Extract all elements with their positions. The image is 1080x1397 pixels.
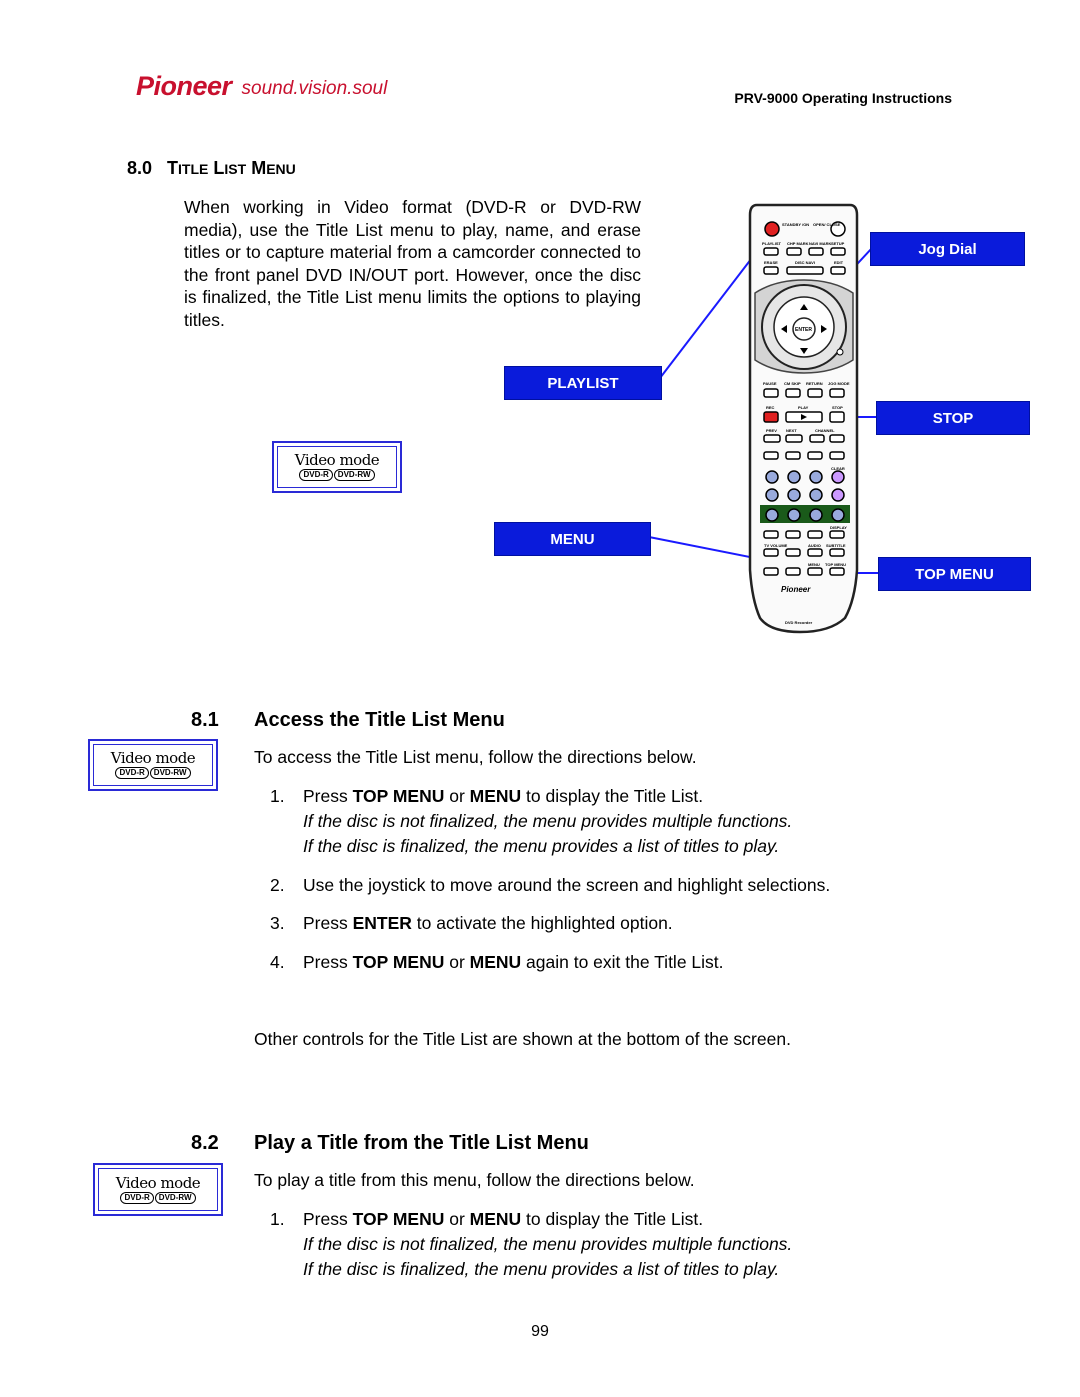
list-item: 4. Press TOP MENU or MENU again to exit …: [270, 952, 724, 972]
stop-callout: STOP: [876, 401, 1030, 435]
edit-button: [830, 266, 846, 275]
erase-button: [763, 266, 779, 275]
open-close-button: [830, 221, 846, 237]
logo-tagline: sound.vision.soul: [241, 78, 388, 99]
remote-label-clear: CLEAR: [831, 466, 845, 471]
remote-label-chp-mark: CHP MARK: [787, 241, 809, 246]
remote-label-stop: STOP: [832, 405, 843, 410]
remote-label-display: DISPLAY: [830, 525, 847, 530]
navi-mark-button: [808, 247, 824, 256]
document-title: PRV-9000 Operating Instructions: [734, 90, 952, 106]
note-finalized: If the disc is finalized, the menu provi…: [303, 836, 780, 856]
jog-dial-callout: Jog Dial: [870, 232, 1025, 266]
page-number: 99: [531, 1323, 549, 1340]
enter-label: ENTER: [795, 327, 812, 333]
pause-button: [763, 388, 779, 398]
enter-button: [792, 317, 816, 341]
remote-control: STANDBY /ON OPEN/ CLOSE PLAYLIST CHP MAR…: [748, 203, 859, 634]
menu-callout: MENU: [494, 522, 651, 556]
video-mode-badge: Video mode DVD-R DVD-RW: [88, 739, 218, 791]
remote-label-jog-mode: JOG MODE: [828, 381, 850, 386]
remote-illustration: STANDBY /ON OPEN/ CLOSE PLAYLIST CHP MAR…: [648, 203, 878, 634]
section-8-1-title: Access the Title List Menu: [254, 709, 505, 731]
list-item: 2. Use the joystick to move around the s…: [270, 875, 831, 895]
remote-label-navi-mark: NAVI MARK: [809, 241, 831, 246]
standby-button: [764, 221, 780, 237]
remote-green-strip: [760, 505, 850, 523]
list-item: 1. Press TOP MENU or MENU to display the…: [270, 1209, 704, 1229]
section-8-2-number: 8.2: [191, 1132, 219, 1154]
open-close-label: OPEN/ CLOSE: [813, 222, 841, 227]
remote-label-prev: PREV: [766, 428, 777, 433]
remote-brand: Pioneer: [781, 585, 811, 594]
remote-label-erase: ERASE: [764, 260, 778, 265]
top-menu-button: [829, 567, 845, 576]
playlist-callout: PLAYLIST: [504, 366, 662, 400]
section-8-1-number: 8.1: [191, 709, 219, 731]
logo-word: Pioneer: [136, 71, 232, 101]
remote-label-return: RETURN: [806, 381, 823, 386]
return-button: [807, 388, 823, 398]
remote-label-pause: PAUSE: [763, 381, 777, 386]
remote-label-cm-skip: CM SKIP: [784, 381, 801, 386]
remote-label-subtitle: SUBTITLE: [826, 543, 846, 548]
cm-skip-button: [785, 388, 801, 398]
note-not-finalized: If the disc is not finalized, the menu p…: [303, 811, 793, 831]
remote-label-next: NEXT: [786, 428, 797, 433]
section-8-1-footer: Other controls for the Title List are sh…: [254, 1029, 791, 1049]
playlist-connector-line: [659, 249, 759, 379]
note-finalized: If the disc is finalized, the menu provi…: [303, 1259, 780, 1279]
chp-mark-button: [786, 247, 802, 256]
remote-label-menu: MENU: [808, 562, 820, 567]
section-8-0-intro: When working in Video format (DVD-R or D…: [184, 197, 641, 330]
video-mode-badge: Video mode DVD-R DVD-RW: [93, 1163, 223, 1216]
note-not-finalized: If the disc is not finalized, the menu p…: [303, 1234, 793, 1254]
remote-label-tv-volume: TV VOLUME: [764, 543, 788, 548]
menu-button: [807, 567, 823, 576]
section-8-1-intro: To access the Title List menu, follow th…: [254, 747, 697, 767]
list-item: 1. Press TOP MENU or MENU to display the…: [270, 786, 704, 806]
jog-mode-button: [829, 388, 845, 398]
remote-label-rec: REC: [766, 405, 775, 410]
playlist-button: [763, 247, 779, 256]
stop-button: [829, 411, 845, 423]
remote-label-play: PLAY: [798, 405, 809, 410]
pioneer-logo: Pioneer sound.vision.soul: [136, 66, 387, 100]
remote-label-top-menu: TOP MENU: [825, 562, 846, 567]
setup-button: [830, 247, 846, 256]
remote-label-disc-navi: DISC NAVI: [795, 260, 815, 265]
section-number: 8.0: [127, 158, 153, 178]
section-8-0-heading: 8.0 TITLE LIST MENU: [127, 158, 296, 178]
disc-navi-button: [786, 266, 824, 275]
section-8-2-title: Play a Title from the Title List Menu: [254, 1132, 589, 1154]
section-8-2-intro: To play a title from this menu, follow t…: [254, 1170, 695, 1190]
rec-button: [763, 411, 779, 423]
video-mode-badge: Video mode DVD-R DVD-RW: [272, 441, 402, 493]
remote-label-channel: CHANNEL: [815, 428, 835, 433]
remote-label-audio: AUDIO: [808, 543, 821, 548]
remote-label-playlist: PLAYLIST: [762, 241, 782, 246]
list-item: 3. Press ENTER to activate the highlight…: [270, 913, 673, 933]
remote-model: DVD Recorder: [785, 620, 813, 625]
remote-label-setup: SETUP: [831, 241, 845, 246]
standby-label: STANDBY /ON: [782, 222, 809, 227]
top-menu-callout: TOP MENU: [878, 557, 1031, 591]
remote-label-edit: EDIT: [834, 260, 844, 265]
